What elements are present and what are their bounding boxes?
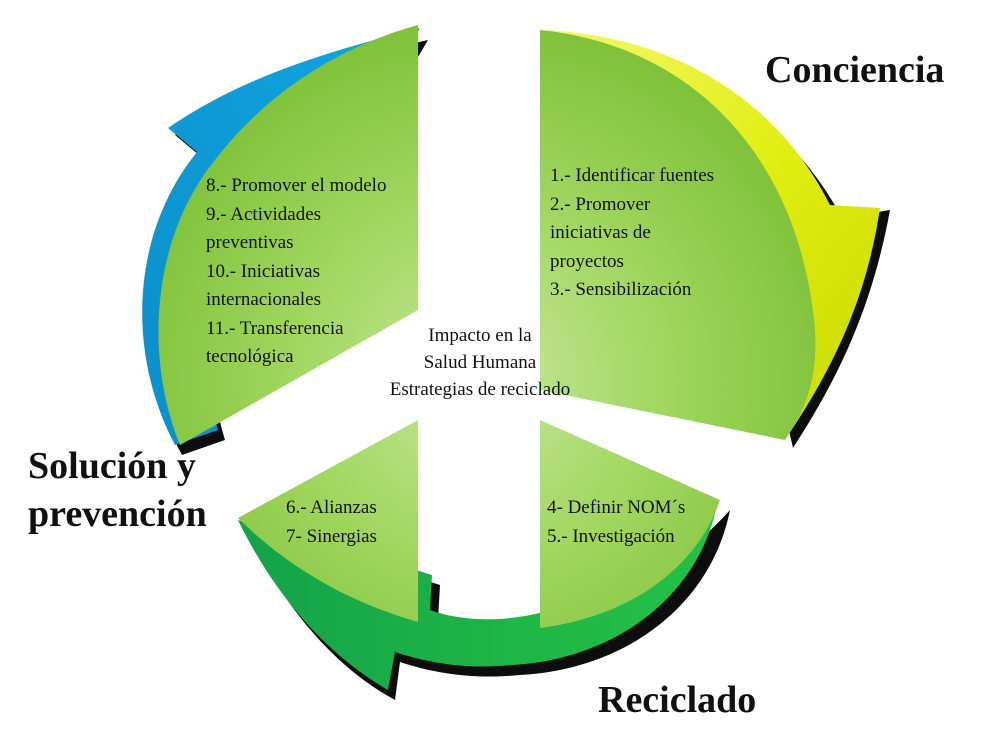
segment-text-bottom-right: 4- Definir NOM´s 5.- Investigación [547, 494, 685, 551]
center-line-2: Salud Humana [423, 352, 537, 373]
center-title: Impacto en la Salud Humana Estrategias d… [345, 322, 615, 403]
list-item: 8.- Promover el modelo [206, 175, 387, 196]
stage-label-solucion-line2: prevención [28, 493, 207, 535]
list-item: 6.- Alianzas [286, 497, 377, 518]
arrow-solucion [142, 28, 420, 445]
segment-top-right [540, 30, 816, 440]
list-item: 9.- Actividades [206, 203, 322, 225]
list-item: 11.- Transferencia [206, 317, 344, 339]
list-item: 2.- Promover [550, 193, 651, 215]
stage-label-solucion: Solución y prevención [28, 442, 207, 538]
stage-label-conciencia: Conciencia [765, 49, 945, 91]
stage-label-solucion-line1: Solución y [28, 445, 196, 487]
segment-text-top-right: 1.- Identificar fuentes 2.- Promover ini… [550, 162, 714, 305]
segment-text-bottom-left: 6.- Alianzas 7- Sinergias [286, 494, 377, 551]
list-item: internacionales [206, 289, 322, 310]
segment-text-top-left: 8.- Promover el modelo 9.- Actividades p… [206, 172, 386, 372]
segment-top-left [158, 25, 418, 445]
list-item: tecnológica [206, 346, 294, 367]
list-item: proyectos [550, 250, 624, 272]
list-item: 5.- Investigación [547, 525, 675, 547]
list-item: iniciativas de [550, 222, 651, 243]
stage-label-reciclado: Reciclado [598, 679, 757, 721]
list-item: 4- Definir NOM´s [547, 497, 686, 518]
segment-bottom-left [238, 420, 418, 622]
arrow-reciclado [238, 500, 718, 690]
list-item: 1.- Identificar fuentes [550, 165, 715, 186]
list-item: 3.- Sensibilización [550, 279, 692, 300]
segment-bottom-right [540, 420, 720, 628]
list-item: 10.- Iniciativas [206, 260, 320, 282]
list-item: preventivas [206, 232, 294, 253]
center-line-3: Estrategias de reciclado [389, 379, 571, 400]
list-item: 7- Sinergias [286, 525, 377, 547]
center-line-1: Impacto en la [428, 325, 532, 346]
